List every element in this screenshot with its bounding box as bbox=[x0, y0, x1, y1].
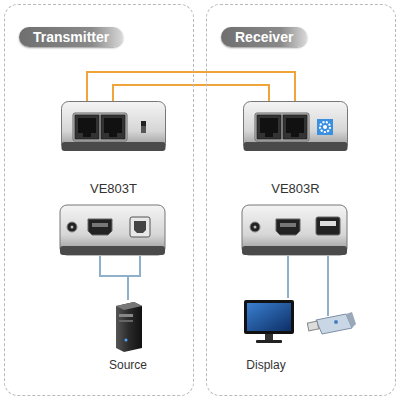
cat-cable bbox=[87, 72, 295, 101]
usb-stick-icon bbox=[307, 312, 356, 334]
group-panel: TransmitterVE803T bbox=[4, 4, 194, 396]
device-front-face bbox=[61, 101, 166, 151]
source-wires bbox=[100, 256, 140, 300]
panel-heading: Transmitter bbox=[19, 27, 123, 47]
extender-unit: VE803T bbox=[61, 101, 166, 151]
model-name: VE803R bbox=[223, 181, 368, 196]
monitor-icon bbox=[244, 300, 294, 343]
group-panel: ReceiverVE803R bbox=[206, 4, 396, 396]
device-caption: Display bbox=[236, 358, 296, 372]
pc-tower-icon bbox=[116, 302, 142, 352]
model-name: VE803T bbox=[41, 181, 186, 196]
device-front-face bbox=[243, 101, 348, 151]
panel-heading: Receiver bbox=[221, 27, 307, 47]
cat-cable bbox=[113, 85, 269, 101]
device-caption: Source bbox=[98, 358, 158, 372]
receiver-back-face bbox=[242, 205, 347, 255]
transmitter-back-face bbox=[60, 205, 165, 255]
extender-unit: VE803R bbox=[243, 101, 348, 151]
